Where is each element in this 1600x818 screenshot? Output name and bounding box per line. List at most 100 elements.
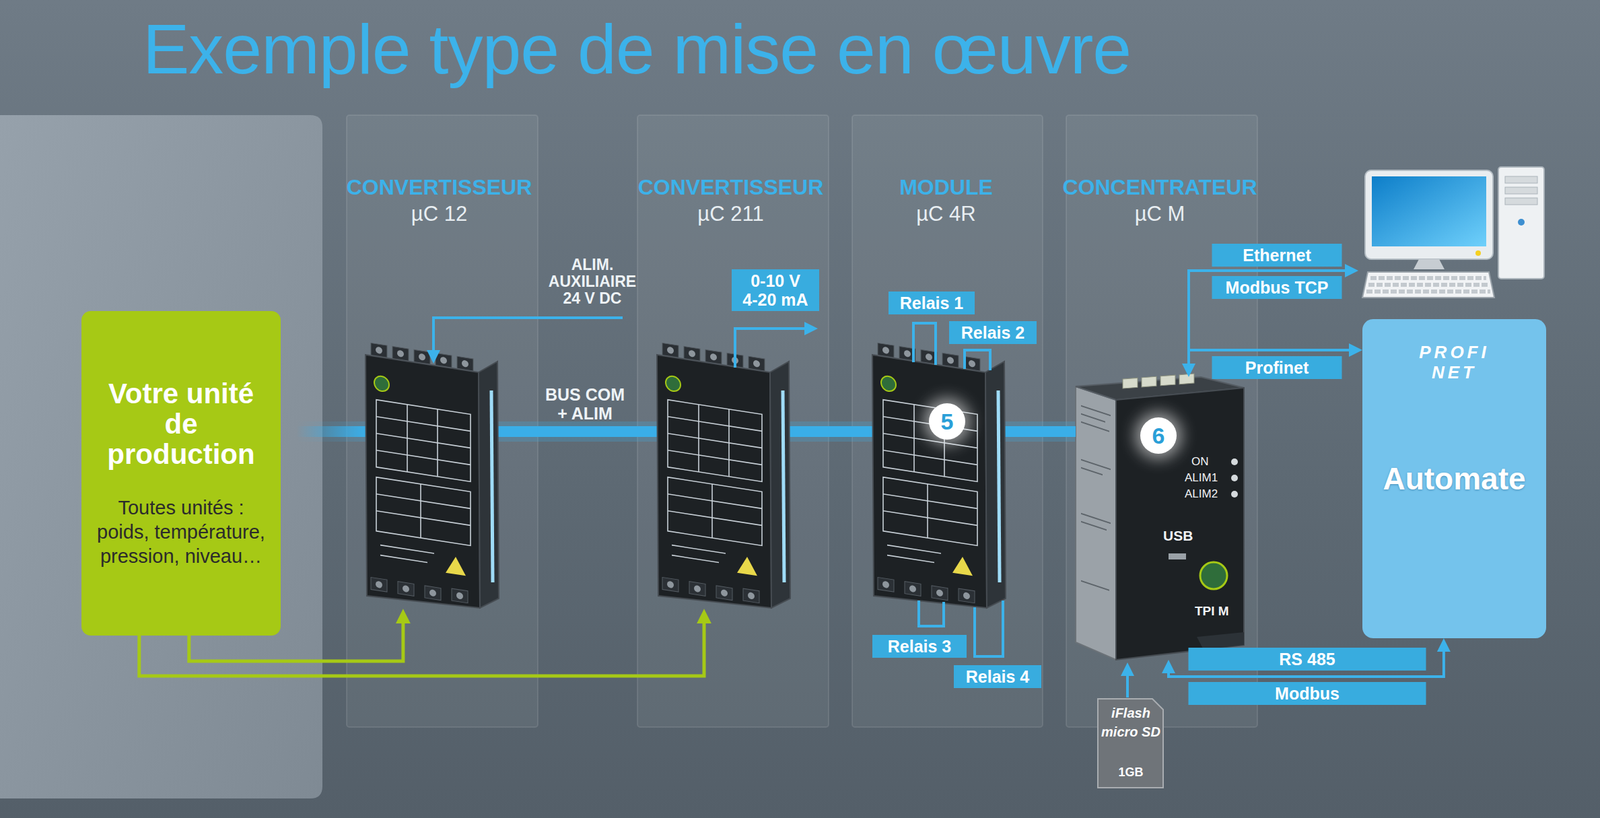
computer-icon-part [1517,218,1525,226]
box-heading: Votre unité de production [90,378,272,470]
text-run: CONVERTISSEUR [638,175,824,200]
text-run: ALIM [571,403,613,423]
text-run: Relais [965,667,1016,686]
text-run: unités [181,496,233,519]
device-illustrations-part [1081,405,1111,416]
side-panel [0,115,323,799]
text-run: ALIM. [571,255,614,274]
label-slot: 6 [1140,417,1177,454]
text-run: de [164,407,198,440]
label-slot: ALIM2 [1184,487,1218,501]
signal-arrow [139,614,705,676]
label-slot: ON [1191,455,1209,469]
signal-tag: 0-10 V 4-20 mA [731,269,820,311]
leader-lines-part [735,328,813,368]
text-run: Modbus [1225,277,1291,297]
protocol-tag: Modbus TCP [1212,275,1343,299]
device-illustrations-part [1081,467,1103,476]
label-slot: Relais 2 [949,321,1037,344]
text-run: 4 [1019,667,1030,686]
text-run: unité [186,377,254,410]
text-run: type [429,10,560,89]
device-illustrations-part [1081,580,1110,591]
text-run: CONCENTRATEUR [1062,175,1257,200]
column-heading: MODULE [899,173,993,201]
device-illustrations-part [1141,376,1157,388]
source-box: Votre unité de productionToutes unités :… [81,310,281,636]
computer-icon-part [1505,187,1538,194]
text-run: V [788,271,801,291]
label-slot: USB [1163,529,1193,543]
leader-lines-part [964,350,991,371]
device-illustrations-part [1200,562,1228,589]
text-run: Relais [887,636,938,656]
text-run: 3 [941,636,952,656]
computer-icon-part [1370,275,1487,281]
device-illustrations-part [1122,373,1195,389]
text-run: de [577,10,655,89]
relay-tag: Relais 4 [953,665,1042,688]
text-run: 24 [563,289,581,307]
text-run: 2 [1015,323,1025,342]
label-slot: ALIM. AUXILIAIRE 24 V DC [541,256,643,307]
label-slot: 1GB [1099,764,1162,780]
text-run: DC [599,289,622,307]
text-run: + [557,403,568,423]
model-name: µC 12 [411,200,468,228]
text-run: BUS [545,385,581,404]
label-slot: Relais 4 [953,665,1042,688]
protocol-tag: RS 485 [1188,647,1427,671]
text-run: 1 [953,293,964,313]
computer-icon-part [1413,259,1445,270]
column-strips-part [1066,115,1258,727]
leader-lines-part [974,600,1003,657]
computer-icon-part [1371,176,1487,247]
leader-lines [433,270,1353,698]
computer-icon-part [1366,289,1491,294]
text-run: Exemple [142,10,411,89]
device-illustrations-part [1081,422,1110,432]
signal-arrow [189,614,404,662]
text-run: en [836,10,914,89]
callout-number: 5 [928,403,966,440]
text-run: Toutes [117,496,176,519]
plc-box: PROFI NETAutomate [1362,319,1547,639]
leader-lines-part [433,317,623,359]
text-run: ON [1191,455,1209,468]
computer-icon-part [1475,250,1481,256]
text-run: Votre [108,377,179,410]
device-illustrations-part [1231,474,1238,482]
device-illustrations-part [1168,553,1187,560]
text-run: V [584,289,596,307]
relay-tag: Relais 1 [888,291,975,315]
protocol-tag: Profinet [1212,356,1343,379]
computer-icon-part [1365,170,1493,260]
text-run: 5 [941,408,954,435]
text-run: 0-10 [750,271,785,291]
device-illustrations-part [1179,373,1195,385]
bus-link [1025,426,1076,437]
column-strips-part [346,115,538,727]
text-run: micro [1101,724,1138,740]
text-run: µC [916,201,944,226]
label-slot: Modbus [1188,681,1427,705]
leader-lines-part [1126,667,1129,698]
device-illustrations-part [1116,387,1244,660]
text-run: COM [585,385,625,404]
text-run: mA [780,290,808,309]
text-run: Modbus [1274,683,1340,703]
text-run: Relais [899,293,950,313]
text-run: 4R [949,201,977,226]
text-run: 1GB [1118,765,1143,779]
column-strips-part [637,115,829,727]
text-run: température, [154,520,266,543]
bus-link [518,426,652,437]
label-slot: 5 [928,403,966,440]
device-illustrations-part [1081,513,1111,524]
text-run: SD [1141,724,1161,740]
text-run: : [238,496,244,519]
diagram-title: Exemple type de mise en œuvre [142,9,1131,91]
text-run: CONVERTISSEUR [346,175,533,200]
title-slot: Exemple type de mise en œuvre [142,9,1131,91]
text-run: MODULE [899,175,993,200]
